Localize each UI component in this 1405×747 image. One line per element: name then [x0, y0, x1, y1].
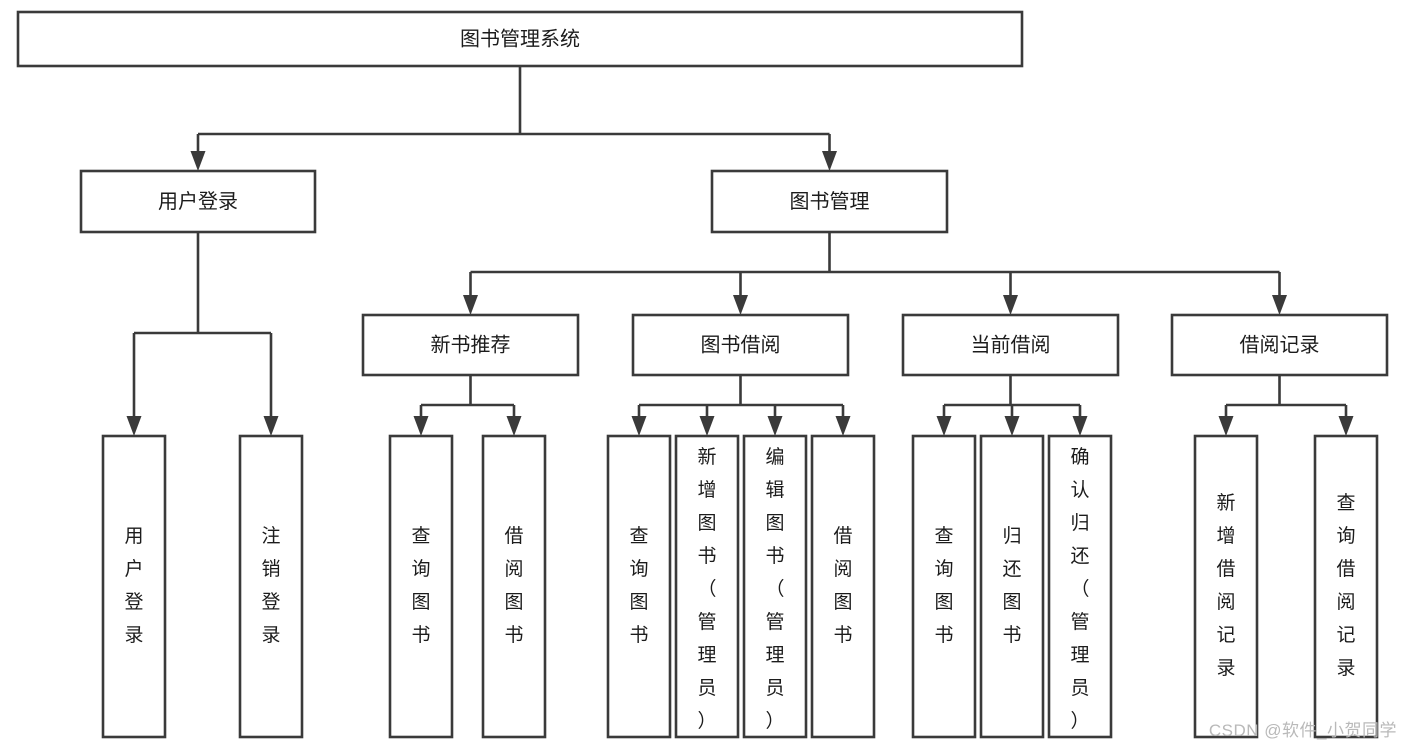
arrow-head-icon	[1338, 416, 1354, 436]
node-leaf-query-book-rec[interactable]: 查询图书	[388, 434, 454, 739]
node-label: 借阅图书	[504, 525, 523, 646]
node-leaf-confirm-return[interactable]: 确认归还（管理员）	[1047, 434, 1113, 739]
arrow-head-icon	[835, 416, 851, 436]
node-box[interactable]	[710, 169, 949, 234]
node-leaf-user-logout[interactable]: 注销登录	[238, 434, 304, 739]
connector-group-user-login	[126, 232, 279, 436]
connector-group-root	[190, 66, 837, 171]
arrow-head-icon	[1272, 295, 1287, 315]
node-leaf-edit-book[interactable]: 编辑图书（管理员）	[742, 434, 808, 739]
arrow-head-icon	[263, 416, 279, 436]
node-box[interactable]	[388, 434, 454, 739]
node-label: 用户登录	[158, 190, 238, 213]
node-box[interactable]	[742, 434, 808, 739]
node-box[interactable]	[674, 434, 740, 739]
node-label: 当前借阅	[971, 333, 1051, 356]
node-box[interactable]	[810, 434, 876, 739]
node-box[interactable]	[238, 434, 304, 739]
connector-group-borrow-record	[1218, 375, 1354, 436]
node-box[interactable]	[1313, 434, 1379, 739]
connector-group-book-manage	[463, 232, 1287, 315]
node-box[interactable]	[1193, 434, 1259, 739]
node-label: 查询图书	[934, 525, 953, 646]
arrow-head-icon	[699, 416, 715, 436]
node-leaf-borrow-book[interactable]: 借阅图书	[810, 434, 876, 739]
node-label: 归还图书	[1002, 525, 1021, 646]
node-label: 注销登录	[261, 525, 280, 646]
arrow-head-icon	[413, 416, 429, 436]
node-box[interactable]	[911, 434, 977, 739]
node-box[interactable]	[79, 169, 317, 234]
node-label: 用户登录	[124, 526, 143, 646]
node-label: 新增借阅记录	[1216, 492, 1235, 679]
node-book-borrow[interactable]: 图书借阅	[631, 313, 850, 377]
node-new-book-rec[interactable]: 新书推荐	[361, 313, 580, 377]
node-borrow-record[interactable]: 借阅记录	[1170, 313, 1389, 377]
connector-group-new-book-rec	[413, 375, 522, 436]
node-label: 编辑图书（管理员）	[765, 446, 784, 732]
node-box[interactable]	[979, 434, 1045, 739]
node-box[interactable]	[1170, 313, 1389, 377]
arrow-head-icon	[190, 151, 206, 171]
node-box[interactable]	[361, 313, 580, 377]
node-leaf-add-book[interactable]: 新增图书（管理员）	[674, 434, 740, 739]
arrow-head-icon	[1072, 416, 1088, 436]
arrow-head-icon	[463, 295, 478, 315]
node-label: 图书管理	[790, 190, 870, 213]
arrow-head-icon	[631, 416, 647, 436]
node-label: 图书管理系统	[460, 27, 580, 50]
connector-layer	[126, 66, 1354, 436]
connector-group-book-borrow	[631, 375, 851, 436]
arrow-head-icon	[733, 295, 748, 315]
node-leaf-query-book-cur[interactable]: 查询图书	[911, 434, 977, 739]
arrow-head-icon	[506, 416, 522, 436]
node-root[interactable]: 图书管理系统	[16, 10, 1024, 68]
node-book-manage[interactable]: 图书管理	[710, 169, 949, 234]
node-box[interactable]	[1047, 434, 1113, 739]
node-leaf-query-record[interactable]: 查询借阅记录	[1313, 434, 1379, 739]
node-box[interactable]	[631, 313, 850, 377]
node-leaf-query-book[interactable]: 查询图书	[606, 434, 672, 739]
arrow-head-icon	[1218, 416, 1234, 436]
node-label: 借阅记录	[1240, 333, 1320, 356]
arrow-head-icon	[936, 416, 952, 436]
node-current-borrow[interactable]: 当前借阅	[901, 313, 1120, 377]
node-label: 新书推荐	[431, 333, 511, 356]
node-box[interactable]	[481, 434, 547, 739]
node-label: 查询图书	[629, 525, 648, 646]
csdn-watermark: CSDN @软件_小贺同学	[1208, 721, 1397, 740]
node-label: 确认归还（管理员）	[1070, 446, 1089, 732]
node-leaf-return-book[interactable]: 归还图书	[979, 434, 1045, 739]
arrow-head-icon	[767, 416, 783, 436]
node-leaf-user-login[interactable]: 用户登录	[101, 434, 167, 739]
node-leaf-borrow-book-rec[interactable]: 借阅图书	[481, 434, 547, 739]
arrow-head-icon	[822, 151, 837, 171]
node-label: 新增图书（管理员）	[697, 446, 716, 732]
node-label: 图书借阅	[701, 333, 781, 356]
node-label: 查询借阅记录	[1336, 492, 1355, 679]
arrow-head-icon	[1003, 295, 1018, 315]
arrow-head-icon	[1004, 416, 1020, 436]
node-layer: 图书管理系统用户登录图书管理新书推荐图书借阅当前借阅借阅记录用户登录注销登录查询…	[16, 10, 1389, 739]
node-user-login[interactable]: 用户登录	[79, 169, 317, 234]
node-label: 借阅图书	[833, 525, 852, 646]
arrow-head-icon	[126, 416, 142, 436]
node-box[interactable]	[901, 313, 1120, 377]
node-leaf-add-record[interactable]: 新增借阅记录	[1193, 434, 1259, 739]
node-box[interactable]	[16, 10, 1024, 68]
node-label: 查询图书	[411, 525, 430, 646]
node-box[interactable]	[606, 434, 672, 739]
connector-group-current-borrow	[936, 375, 1088, 436]
node-box[interactable]	[101, 434, 167, 739]
